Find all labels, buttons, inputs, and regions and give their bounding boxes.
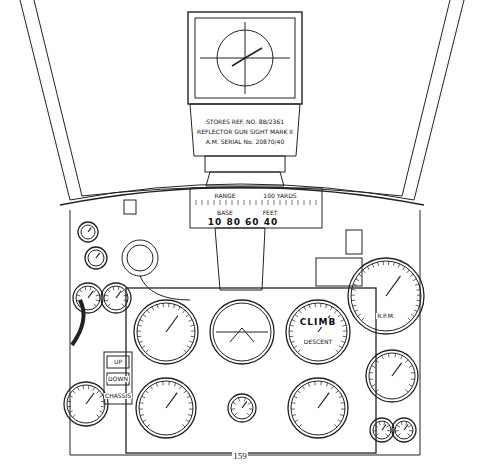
- panel-label: DESCENT: [303, 339, 333, 345]
- panel-label: REFLECTOR GUN SIGHT MARK II: [196, 129, 294, 135]
- gauge-bezel: [64, 382, 108, 426]
- panel-label: DOWN: [107, 376, 129, 382]
- panel-label: BASE: [216, 210, 234, 216]
- panel-label: UP: [113, 359, 123, 365]
- gauge-face: [88, 250, 104, 266]
- gauge-needle: [88, 291, 93, 298]
- range-scale: [196, 200, 316, 205]
- gauge-ticks: [139, 381, 193, 427]
- gauge-ticks: [291, 381, 345, 427]
- gauge-bezel: [85, 247, 107, 269]
- gauge-needle: [96, 253, 100, 258]
- gauge-needle: [242, 401, 247, 408]
- gauge-bezel: [392, 418, 416, 442]
- gauge-needle: [392, 363, 402, 376]
- gauge-bezel: [286, 300, 350, 364]
- gauge-face: [139, 381, 193, 435]
- gauge-ticks: [395, 422, 413, 437]
- gauge-needle: [86, 393, 94, 404]
- gauge-ticks: [67, 385, 105, 417]
- horizon-bar: [216, 328, 268, 342]
- gauge-bezel: [366, 350, 418, 402]
- gauge-ticks: [104, 286, 127, 306]
- panel-label: RANGE: [214, 193, 237, 199]
- panel-label: FEET: [262, 210, 279, 216]
- panel-label: 159: [232, 452, 248, 461]
- chassis-indicator: [104, 352, 132, 404]
- panel-label: 10 80 60 40: [207, 218, 280, 227]
- gauge-face: [137, 303, 195, 361]
- gauge-face: [81, 225, 95, 239]
- gauge-ticks: [369, 353, 414, 392]
- gauge-ticks: [231, 398, 253, 416]
- gauge-face: [351, 261, 421, 331]
- oxygen-hose: [72, 240, 190, 345]
- gauge-ticks: [76, 286, 99, 306]
- gauge-needle: [318, 393, 329, 408]
- windscreen-frame: [20, 0, 464, 205]
- panel-outline: [70, 200, 420, 455]
- gauge-ticks: [351, 261, 421, 321]
- gauge-needle: [404, 425, 408, 431]
- gauge-face: [67, 385, 105, 423]
- gauge-face: [395, 421, 413, 439]
- gauge-face: [76, 286, 100, 310]
- gauge-needle: [166, 316, 178, 333]
- gauge-bezel: [78, 222, 98, 242]
- gauge-needle: [116, 291, 121, 298]
- panel-label: 100 YARDS: [262, 193, 297, 199]
- gauge-needle: [382, 425, 386, 431]
- gauge-needle: [88, 228, 91, 232]
- gauges: [64, 200, 424, 442]
- gauge-needle: [386, 276, 400, 296]
- gauge-face: [104, 286, 128, 310]
- panel-label: CLIMB: [299, 318, 338, 327]
- panel-label: A.M. SERIAL No. 20870/40: [205, 139, 285, 145]
- gauge-face: [231, 397, 253, 419]
- panel-label: R.P.M.: [376, 313, 396, 319]
- gauge-bezel: [288, 378, 348, 438]
- panel-label: CHASSIS: [104, 393, 132, 399]
- panel-label: STORES REF. NO. 8B/2361: [205, 119, 285, 125]
- gauge-face: [369, 353, 415, 399]
- gauge-bezel: [134, 300, 198, 364]
- gauge-ticks: [137, 303, 195, 352]
- gauge-face: [289, 303, 347, 361]
- gauge-bezel: [228, 394, 256, 422]
- gauge-face: [291, 381, 345, 435]
- gauge-bezel: [210, 300, 274, 364]
- gauge-bezel: [348, 258, 424, 334]
- gun-sight: [188, 12, 322, 290]
- gauge-bezel: [370, 418, 394, 442]
- gauge-bezel: [73, 283, 103, 313]
- gauge-ticks: [289, 303, 347, 352]
- gauge-bezel: [101, 283, 131, 313]
- gauge-face: [373, 421, 391, 439]
- gauge-ticks: [373, 422, 391, 437]
- gauge-face: [213, 303, 271, 361]
- gauge-bezel: [136, 378, 196, 438]
- gauge-needle: [166, 393, 177, 408]
